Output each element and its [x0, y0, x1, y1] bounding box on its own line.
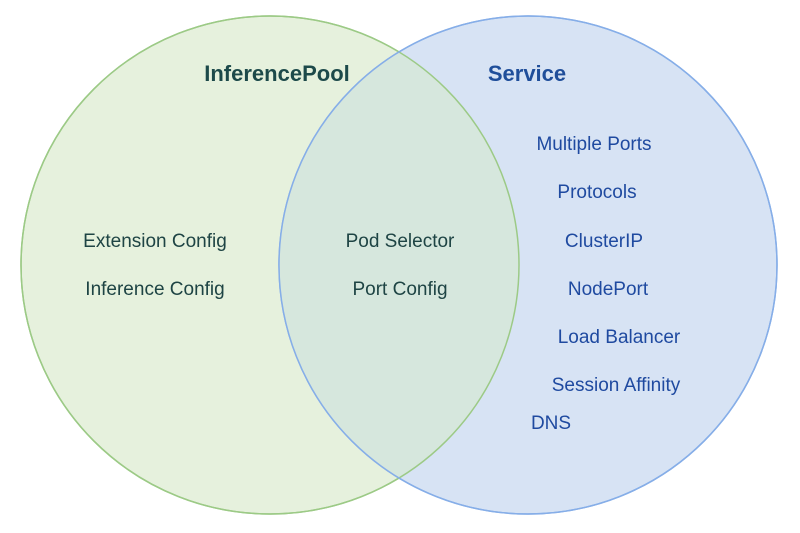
right-item-load-balancer: Load Balancer [557, 327, 681, 348]
intersection-item-pod-selector: Pod Selector [345, 231, 455, 252]
inferencepool-outline [20, 15, 520, 515]
right-item-nodeport: NodePort [567, 279, 649, 300]
intersection-region [279, 16, 519, 514]
right-item-dns: DNS [530, 413, 572, 434]
inferencepool-title: InferencePool [204, 61, 350, 86]
right-item-multiple-ports: Multiple Ports [536, 134, 652, 155]
right-item-clusterip: ClusterIP [564, 231, 644, 252]
left-item-extension-config: Extension Config [83, 231, 227, 252]
right-item-protocols: Protocols [557, 182, 637, 203]
service-title: Service [487, 61, 567, 86]
left-item-inference-config: Inference Config [85, 279, 225, 300]
right-item-session-affinity: Session Affinity [551, 375, 681, 396]
service-outline [278, 15, 778, 515]
intersection-item-port-config: Port Config [352, 279, 448, 300]
